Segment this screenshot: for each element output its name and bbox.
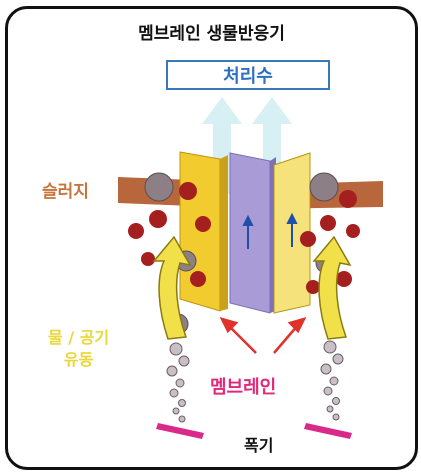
diagram-frame: 멤브레인 생물반응기 처리수 (5, 6, 418, 470)
membrane-bioreactor-illustration (118, 97, 383, 439)
treated-water-label: 처리수 (223, 66, 273, 87)
aeration-label: 폭기 (244, 436, 274, 455)
flow-label-line2: 유동 (63, 350, 94, 369)
aerator-diffusers (156, 423, 352, 439)
membrane-pointer-arrows (219, 317, 307, 354)
flow-arrows (152, 235, 352, 340)
treated-water-box: 처리수 (166, 60, 330, 90)
water-air-flow-label: 물 / 공기 유동 (48, 327, 109, 371)
air-bubbles-right (320, 340, 344, 421)
diagram-title: 멤브레인 생물반응기 (138, 24, 285, 44)
left-panel (179, 151, 221, 312)
air-bubbles-left (166, 342, 190, 423)
membrane-label: 멤브레인 (210, 377, 277, 398)
membrane-panel-center (229, 152, 271, 314)
filtrate-arrows (242, 212, 298, 249)
treated-water-arrows (202, 97, 292, 194)
flow-label-line1: 물 / 공기 (48, 328, 110, 347)
sludge-label: 슬러지 (42, 182, 89, 202)
